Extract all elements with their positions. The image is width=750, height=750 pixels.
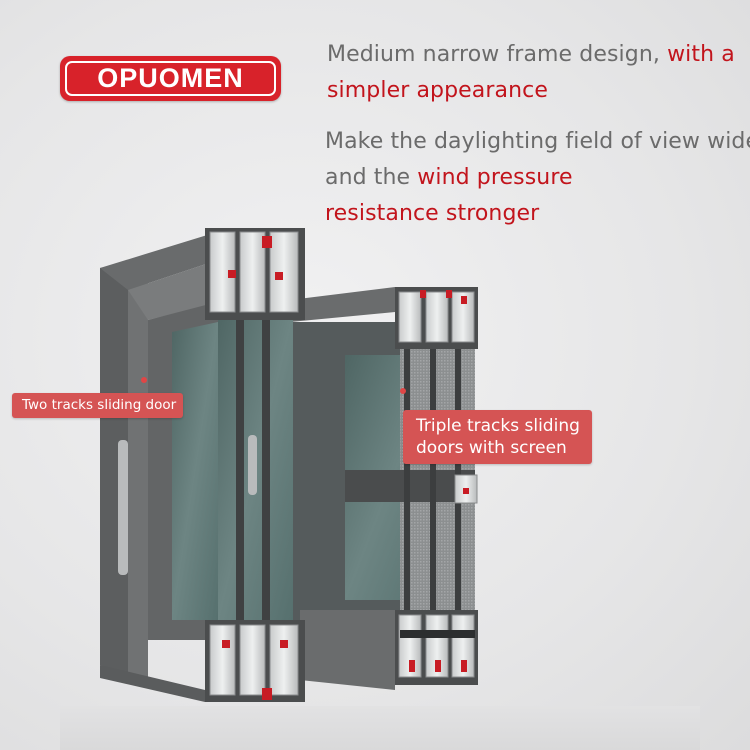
headline2-line2: and the wind pressure bbox=[325, 160, 750, 196]
brand-logo: OPUOMEN bbox=[60, 56, 281, 101]
brand-logo-text: OPUOMEN bbox=[97, 63, 244, 93]
callout-dot-triple-tracks bbox=[400, 388, 406, 394]
label-triple-tracks: Triple tracks sliding doors with screen bbox=[403, 410, 592, 464]
headline1-line2: simpler appearance bbox=[327, 78, 548, 103]
headline2-line1: Make the daylighting field of view wider bbox=[325, 129, 750, 154]
headline2-line2-highlight: wind pressure bbox=[417, 165, 573, 190]
headline1-line1: Medium narrow frame design, with a bbox=[327, 37, 735, 73]
door-handle-icon bbox=[118, 440, 128, 575]
headline2-line3: resistance stronger bbox=[325, 201, 540, 226]
brand-logo-border: OPUOMEN bbox=[65, 61, 276, 96]
label-triple-line1: Triple tracks sliding bbox=[416, 416, 580, 436]
triple-track-door bbox=[290, 287, 478, 690]
headline1-line1-plain: Medium narrow frame design, bbox=[327, 42, 668, 67]
two-track-door bbox=[100, 228, 305, 702]
headline2-line2-plain: and the bbox=[325, 165, 418, 190]
callout-dot-two-tracks bbox=[141, 377, 147, 383]
label-two-tracks: Two tracks sliding door bbox=[12, 393, 183, 418]
headline1-line1-highlight: with a bbox=[667, 42, 735, 67]
headline-frame-design: Medium narrow frame design, with a simpl… bbox=[327, 37, 735, 109]
floor-shadow bbox=[60, 706, 700, 750]
label-triple-line2: doors with screen bbox=[416, 438, 567, 458]
headline-daylighting: Make the daylighting field of view wider… bbox=[325, 124, 750, 232]
